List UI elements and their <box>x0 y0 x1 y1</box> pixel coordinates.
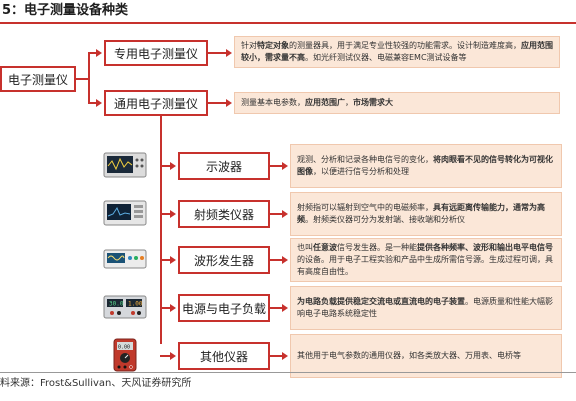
connector <box>208 52 226 54</box>
desc-segment: ， <box>345 98 353 107</box>
arrow-icon <box>282 304 288 312</box>
desc-segment: 测量基本电参数， <box>241 98 305 107</box>
arrow-icon <box>282 256 288 264</box>
oscilloscope-icon <box>100 147 150 183</box>
instrument-desc: 其他用于电气参数的通用仪器，如各类放大器、万用表、电桥等 <box>290 334 562 378</box>
title-divider <box>0 22 576 24</box>
category-special: 专用电子测量仪 <box>104 40 208 66</box>
instrument-node: 其他仪器 <box>178 342 270 370</box>
connector <box>160 355 170 357</box>
connector <box>270 355 282 357</box>
arrow-icon <box>170 256 176 264</box>
multimeter-icon: 0.00 <box>100 337 150 373</box>
desc-text: 针对特定对象的测量器具，用于满足专业性较强的功能需求。设计制造难度高，应用范围较… <box>241 40 553 64</box>
desc-segment: 观测、分析和记录各种电信号的变化， <box>297 155 433 164</box>
desc-segment: 的测量器具，用于满足专业性较强的功能需求。设计制造难度高， <box>289 41 521 50</box>
connector <box>270 259 282 261</box>
waveform-generator-icon <box>100 241 150 277</box>
power-supply-icon: 30.0 1.00 <box>100 289 150 325</box>
arrow-icon <box>282 210 288 218</box>
desc-emphasis: 应用范围广 <box>305 98 345 107</box>
connector <box>270 307 282 309</box>
arrow-icon <box>170 210 176 218</box>
arrow-icon <box>96 49 102 57</box>
svg-text:30.0: 30.0 <box>109 301 124 308</box>
desc-text: 也叫任意波信号发生器。是一种能提供各种频率、波形和输出电平电信号的设备。用于电子… <box>297 242 555 278</box>
instrument-node: 示波器 <box>178 152 270 180</box>
desc-segment: 信号发生器。是一种能 <box>337 243 417 252</box>
svg-text:1.00: 1.00 <box>128 301 143 308</box>
category-general-desc: 测量基本电参数，应用范围广，市场需求大 <box>234 92 560 114</box>
desc-segment: 也叫 <box>297 243 313 252</box>
category-special-desc: 针对特定对象的测量器具，用于满足专业性较强的功能需求。设计制造难度高，应用范围较… <box>234 36 560 68</box>
footer-divider <box>0 372 576 373</box>
connector <box>270 165 282 167</box>
arrow-icon <box>170 304 176 312</box>
instrument-label: 示波器 <box>205 159 242 174</box>
desc-text: 观测、分析和记录各种电信号的变化，将肉眼看不见的信号转化为可视化图像，以便进行信… <box>297 154 555 178</box>
instrument-desc: 也叫任意波信号发生器。是一种能提供各种频率、波形和输出电平电信号的设备。用于电子… <box>290 238 562 282</box>
source-footer: 料来源：Frost&Sullivan、天风证券研究所 <box>0 378 192 389</box>
arrow-icon <box>282 162 288 170</box>
arrow-icon <box>226 99 232 107</box>
connector <box>76 78 88 80</box>
desc-segment: 。射频类仪器可分为发射端、接收端和分析仪 <box>305 215 465 224</box>
connector <box>160 213 170 215</box>
connector <box>160 259 170 261</box>
instrument-node: 电源与电子负载 <box>178 294 270 322</box>
desc-emphasis: 市场需求大 <box>353 98 393 107</box>
desc-emphasis: 提供各种频率、波形和输出电平电信号 <box>417 243 553 252</box>
desc-emphasis: 特定对象 <box>257 41 289 50</box>
arrow-icon <box>226 49 232 57</box>
desc-segment: 的设备。用于电子工程实验和产品中生成所需信号源。生成过程可调，具有高度自由性。 <box>297 255 553 276</box>
desc-text: 其他用于电气参数的通用仪器，如各类放大器、万用表、电桥等 <box>297 350 521 362</box>
desc-segment: 。电源质量和性能大幅影响电子电路系统稳定性 <box>297 297 553 318</box>
connector <box>160 307 170 309</box>
desc-segment: 针对 <box>241 41 257 50</box>
arrow-icon <box>170 162 176 170</box>
instrument-node: 射频类仪器 <box>178 200 270 228</box>
category-special-label: 专用电子测量仪 <box>113 46 198 61</box>
desc-emphasis: 为电路负载提供稳定交流电或直流电的电子装置 <box>297 297 465 306</box>
connector <box>88 52 90 104</box>
arrow-icon <box>170 352 176 360</box>
root-node: 电子测量仪 <box>0 66 76 92</box>
desc-text: 射频指可以辐射到空气中的电磁频率，具有远距离传输能力，通常为高频。射频类仪器可分… <box>297 202 555 226</box>
desc-emphasis: 具有远距离传输能力，通常为高频 <box>297 203 545 224</box>
instrument-desc: 为电路负载提供稳定交流电或直流电的电子装置。电源质量和性能大幅影响电子电路系统稳… <box>290 286 562 330</box>
instrument-label: 波形发生器 <box>193 253 254 268</box>
desc-emphasis: 将肉眼看不见的信号转化为可视化图像 <box>297 155 553 176</box>
desc-segment: 其他用于电气参数的通用仪器，如各类放大器、万用表、电桥等 <box>297 351 521 360</box>
root-node-label: 电子测量仪 <box>7 72 68 87</box>
rf-analyzer-icon <box>100 195 150 231</box>
instrument-label: 电源与电子负载 <box>181 301 266 316</box>
instrument-desc: 射频指可以辐射到空气中的电磁频率，具有远距离传输能力，通常为高频。射频类仪器可分… <box>290 192 562 236</box>
desc-emphasis: 应用范围较小，需求量不高 <box>241 41 553 62</box>
connector <box>270 213 282 215</box>
desc-text: 测量基本电参数，应用范围广，市场需求大 <box>241 97 393 109</box>
desc-segment: ，以便进行信号分析和处理 <box>313 167 409 176</box>
desc-emphasis: 任意波 <box>313 243 337 252</box>
instrument-label: 其他仪器 <box>199 349 248 364</box>
desc-text: 为电路负载提供稳定交流电或直流电的电子装置。电源质量和性能大幅影响电子电路系统稳… <box>297 296 555 320</box>
connector <box>208 102 226 104</box>
arrow-icon <box>282 352 288 360</box>
instrument-desc: 观测、分析和记录各种电信号的变化，将肉眼看不见的信号转化为可视化图像，以便进行信… <box>290 144 562 188</box>
instrument-label: 射频类仪器 <box>193 207 254 222</box>
svg-text:0.00: 0.00 <box>118 345 130 351</box>
arrow-icon <box>96 99 102 107</box>
instrument-node: 波形发生器 <box>178 246 270 274</box>
desc-segment: 射频指可以辐射到空气中的电磁频率， <box>297 203 433 212</box>
connector <box>160 116 162 344</box>
connector <box>160 165 170 167</box>
page-title: 5：电子测量设备种类 <box>2 3 129 18</box>
category-general: 通用电子测量仪 <box>104 90 208 116</box>
connector <box>88 102 96 104</box>
category-general-label: 通用电子测量仪 <box>113 96 198 111</box>
connector <box>88 52 96 54</box>
desc-segment: 。如光纤测试仪器、电磁兼容EMC测试设备等 <box>305 53 467 62</box>
